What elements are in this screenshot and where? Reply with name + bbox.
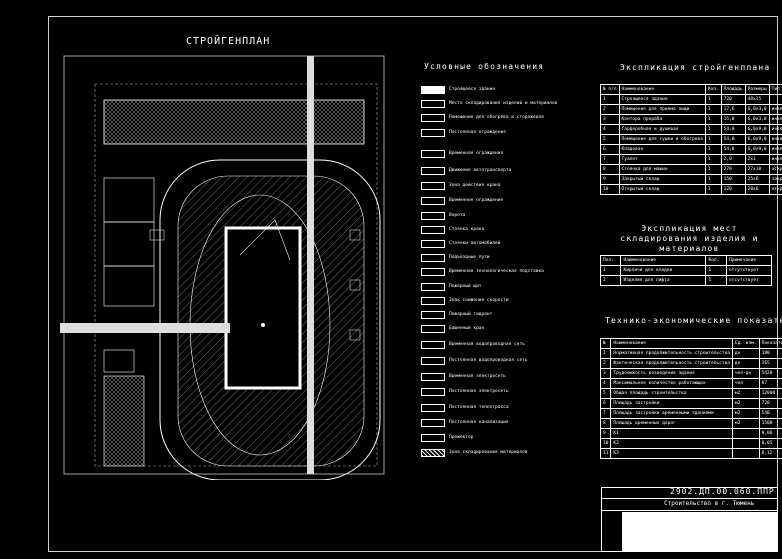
project-name: Строительство в г. Тюмень <box>664 500 755 507</box>
title-block: 2902.ДП.00.060.ППР Строительство в г. Тю… <box>601 487 778 552</box>
drawing-frame <box>48 16 778 552</box>
storage-title: Экспликация мест складирования изделия и… <box>620 224 759 253</box>
plan-title: СТРОЙГЕНПЛАН <box>186 36 271 47</box>
stamp-blank <box>622 512 777 552</box>
tech-title: Технико-экономические показатели <box>605 316 782 325</box>
site-plan <box>60 55 385 480</box>
explication-title: Экспликация стройгенплана <box>620 63 771 72</box>
legend-title: Условные обозначения <box>424 62 545 71</box>
drawing-code: 2902.ДП.00.060.ППР <box>670 487 775 496</box>
